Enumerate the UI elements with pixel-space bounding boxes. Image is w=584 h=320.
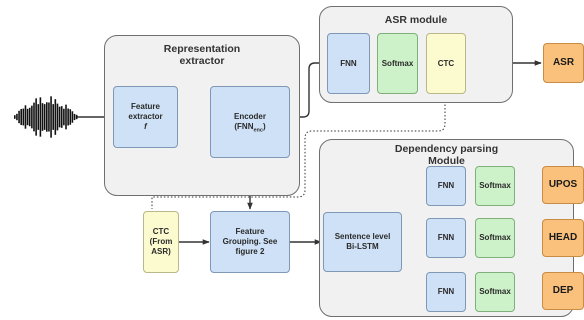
waveform-bar xyxy=(14,115,16,119)
ctc-from-asr-line1: CTC xyxy=(152,227,170,236)
waveform-bar xyxy=(26,108,29,126)
asr-module-title: ASR module xyxy=(384,14,448,26)
waveform-bar xyxy=(58,106,61,128)
dep-fnn-box: FNN xyxy=(426,272,466,312)
feature-grouping-line2: Grouping. See xyxy=(222,237,278,246)
waveform-bar xyxy=(43,104,46,130)
waveform-bar xyxy=(73,113,76,121)
feature-extractor-symbol: f xyxy=(144,122,147,131)
feature-grouping-line3: figure 2 xyxy=(235,247,265,256)
asr-fnn-box: FNN xyxy=(327,33,370,94)
ctc-from-asr-line3: ASR) xyxy=(151,247,171,256)
waveform-bar xyxy=(31,105,33,129)
waveform-bar xyxy=(18,110,20,124)
waveform-bar xyxy=(54,99,57,135)
waveform-bar xyxy=(24,105,27,129)
representation-extractor-title-line1: Representation xyxy=(163,43,241,55)
waveform-bar xyxy=(35,98,37,136)
encoder-fnn-subscript: enc xyxy=(253,127,263,134)
waveform-bar xyxy=(50,96,52,138)
dependency-parsing-title-line1: Dependency parsing xyxy=(394,143,499,155)
head-fnn-box: FNN xyxy=(426,218,466,258)
feature-grouping-line1: Feature xyxy=(235,227,265,236)
audio-waveform-icon xyxy=(14,96,78,138)
encoder-label: Encoder xyxy=(233,112,266,121)
waveform-bar xyxy=(37,104,40,130)
upos-fnn-box: FNN xyxy=(426,166,466,206)
waveform-bar xyxy=(48,102,50,132)
head-output-box: HEAD xyxy=(542,219,584,257)
waveform-bar xyxy=(41,103,44,131)
waveform-bar xyxy=(52,104,54,130)
dep-output-box: DEP xyxy=(542,272,584,310)
waveform-bar xyxy=(75,114,78,120)
feature-grouping-box: Feature Grouping. See figure 2 xyxy=(210,211,290,273)
asr-output-box: ASR xyxy=(543,43,584,83)
waveform-bar xyxy=(63,108,65,126)
arrow-encoder-to-asr-fnn xyxy=(290,60,327,118)
ctc-from-asr-line2: (From xyxy=(149,237,173,246)
asr-ctc-box: CTC xyxy=(426,33,466,94)
encoder-fnn-main: (FNN xyxy=(234,122,254,131)
upos-softmax-box: Softmax xyxy=(475,166,515,206)
ctc-from-asr-box: CTC (From ASR) xyxy=(143,211,179,273)
waveform-bar xyxy=(46,102,48,132)
dep-softmax-box: Softmax xyxy=(475,272,515,312)
waveform-bar xyxy=(22,108,25,126)
dependency-parsing-title-line2: Module xyxy=(428,155,465,167)
waveform-bar xyxy=(60,106,63,128)
representation-extractor-title: Representation extractor xyxy=(105,43,299,67)
bilstm-box: Sentence level Bi-LSTM xyxy=(323,212,402,272)
waveform-bar xyxy=(28,107,31,127)
waveform-bar xyxy=(20,108,22,126)
waveform-bar xyxy=(65,104,67,130)
bilstm-line1: Sentence level xyxy=(334,232,391,241)
waveform-bar xyxy=(39,97,42,137)
feature-extractor-label-line2: extractor xyxy=(128,112,163,121)
waveform-bar xyxy=(16,113,18,121)
asr-softmax-box: Softmax xyxy=(377,33,418,94)
encoder-fnn-label: (FNNenc) xyxy=(234,122,266,134)
dotted-link-asr-ctc-to-ctc-from-asr xyxy=(151,94,446,209)
waveform-bar xyxy=(69,109,72,125)
representation-extractor-title-line2: extractor xyxy=(179,55,225,67)
waveform-bar xyxy=(33,102,35,132)
encoder-box: Encoder (FNNenc) xyxy=(210,86,290,158)
feature-extractor-box: Feature extractor f xyxy=(113,86,178,148)
encoder-fnn-close: ) xyxy=(262,122,266,131)
bilstm-line2: Bi-LSTM xyxy=(346,242,379,251)
waveform-bar xyxy=(71,111,74,123)
dependency-parsing-module-title: Dependency parsing Module xyxy=(320,143,573,167)
waveform-bar xyxy=(56,103,59,131)
upos-output-box: UPOS xyxy=(542,166,584,204)
feature-extractor-label-line1: Feature xyxy=(131,102,160,111)
waveform-bar xyxy=(67,108,69,126)
head-softmax-box: Softmax xyxy=(475,218,515,258)
